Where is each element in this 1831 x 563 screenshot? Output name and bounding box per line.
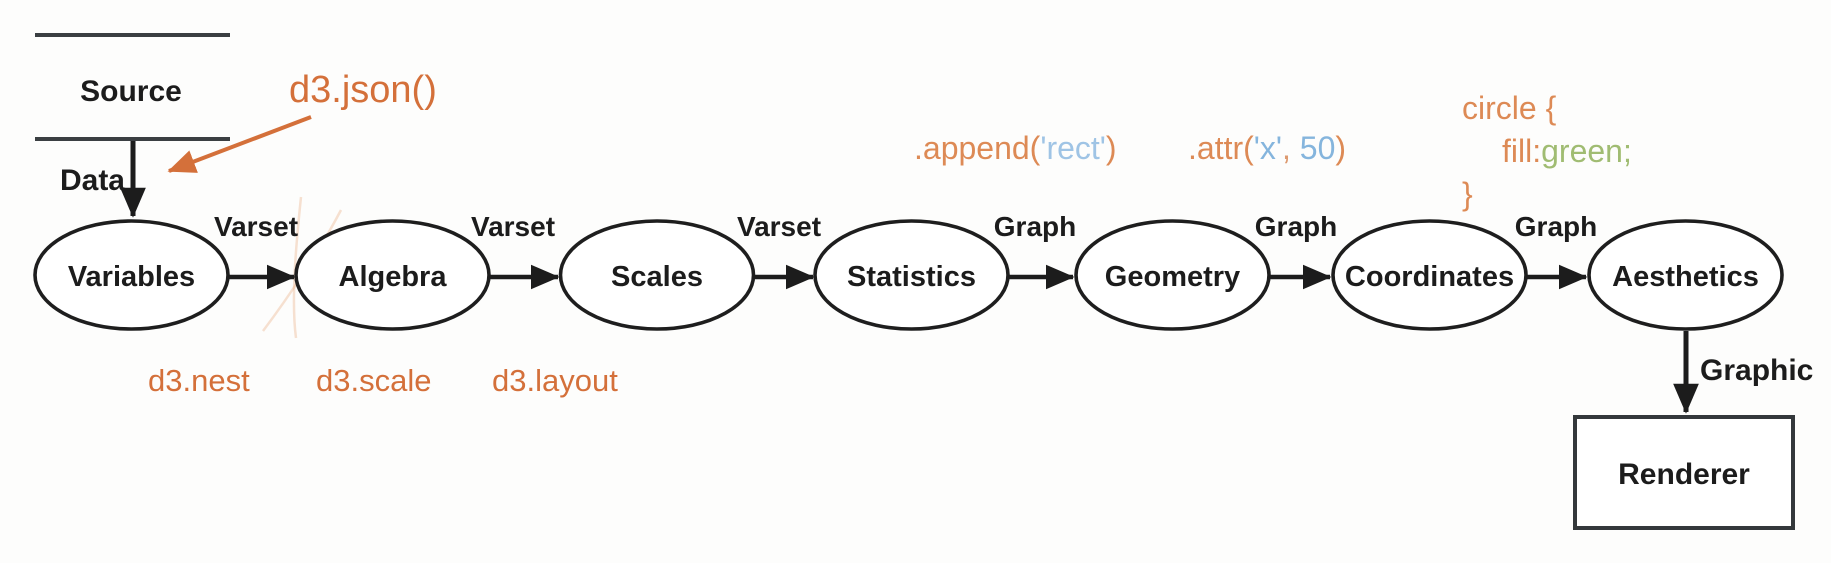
d3-json-label: d3.json() [289, 69, 437, 111]
node-label-statistics: Statistics [847, 261, 976, 293]
pipeline-nodes: Variables Algebra Scales Statistics Geom… [33, 219, 1784, 331]
attr-code-fn: .attr( [1188, 130, 1254, 166]
renderer-box [1573, 415, 1795, 530]
renderer-label: Renderer [1618, 458, 1750, 491]
css-property: fill: [1502, 133, 1541, 169]
attr-x-code: .attr('x', 50) [1188, 130, 1346, 166]
node-label-algebra: Algebra [339, 261, 448, 293]
edge-label-varset-1: Varset [214, 211, 298, 242]
css-declaration-line: fill:green; [1502, 133, 1632, 169]
node-label-coordinates: Coordinates [1345, 261, 1514, 293]
attr-code-arg2: 50 [1300, 130, 1336, 166]
css-selector-line: circle { [1462, 90, 1557, 126]
node-label-geometry: Geometry [1105, 261, 1240, 293]
source-label: Source [80, 75, 182, 108]
edge-label-graph-2: Graph [1255, 211, 1337, 242]
edge-label-graph-3: Graph [1515, 211, 1597, 242]
node-label-aesthetics: Aesthetics [1612, 261, 1759, 293]
attr-code-arg1: 'x' [1254, 130, 1282, 166]
d3-scale-label: d3.scale [316, 363, 431, 398]
node-label-scales: Scales [611, 261, 703, 293]
node-ellipse-aesthetics [1587, 219, 1784, 331]
renderer-block: Renderer [1573, 415, 1795, 530]
css-value: green; [1541, 133, 1632, 169]
append-rect-code: .append('rect') [914, 130, 1117, 166]
d3-nest-label: d3.nest [148, 363, 250, 398]
pipeline-edge-labels: Varset Varset Varset Graph Graph Graph [214, 211, 1597, 242]
d3-json-annotation: d3.json() [167, 69, 437, 173]
code-annotations: .append('rect') .attr('x', 50) circle { … [914, 90, 1632, 212]
d3-module-annotations: d3.nest d3.scale d3.layout [148, 363, 618, 398]
graphic-edge-label: Graphic [1700, 354, 1813, 387]
attr-code-comma: , [1282, 130, 1300, 166]
edge-label-varset-2: Varset [471, 211, 555, 242]
append-code-fn: .append( [914, 130, 1041, 166]
append-code-arg: 'rect' [1040, 130, 1106, 166]
css-close-brace: } [1462, 176, 1473, 212]
graphic-edge: Graphic [1673, 331, 1813, 414]
edge-label-graph-1: Graph [994, 211, 1076, 242]
edge-label-varset-3: Varset [737, 211, 821, 242]
data-edge-label: Data [60, 164, 125, 197]
d3-json-arrow [167, 115, 312, 173]
data-edge: Data [60, 141, 146, 218]
d3-layout-label: d3.layout [492, 363, 618, 398]
append-code-close: ) [1106, 130, 1117, 166]
source-block: Source [35, 33, 230, 141]
node-label-variables: Variables [68, 261, 195, 293]
attr-code-close: ) [1335, 130, 1346, 166]
css-rule-annotation: circle { fill:green; } [1462, 90, 1632, 212]
